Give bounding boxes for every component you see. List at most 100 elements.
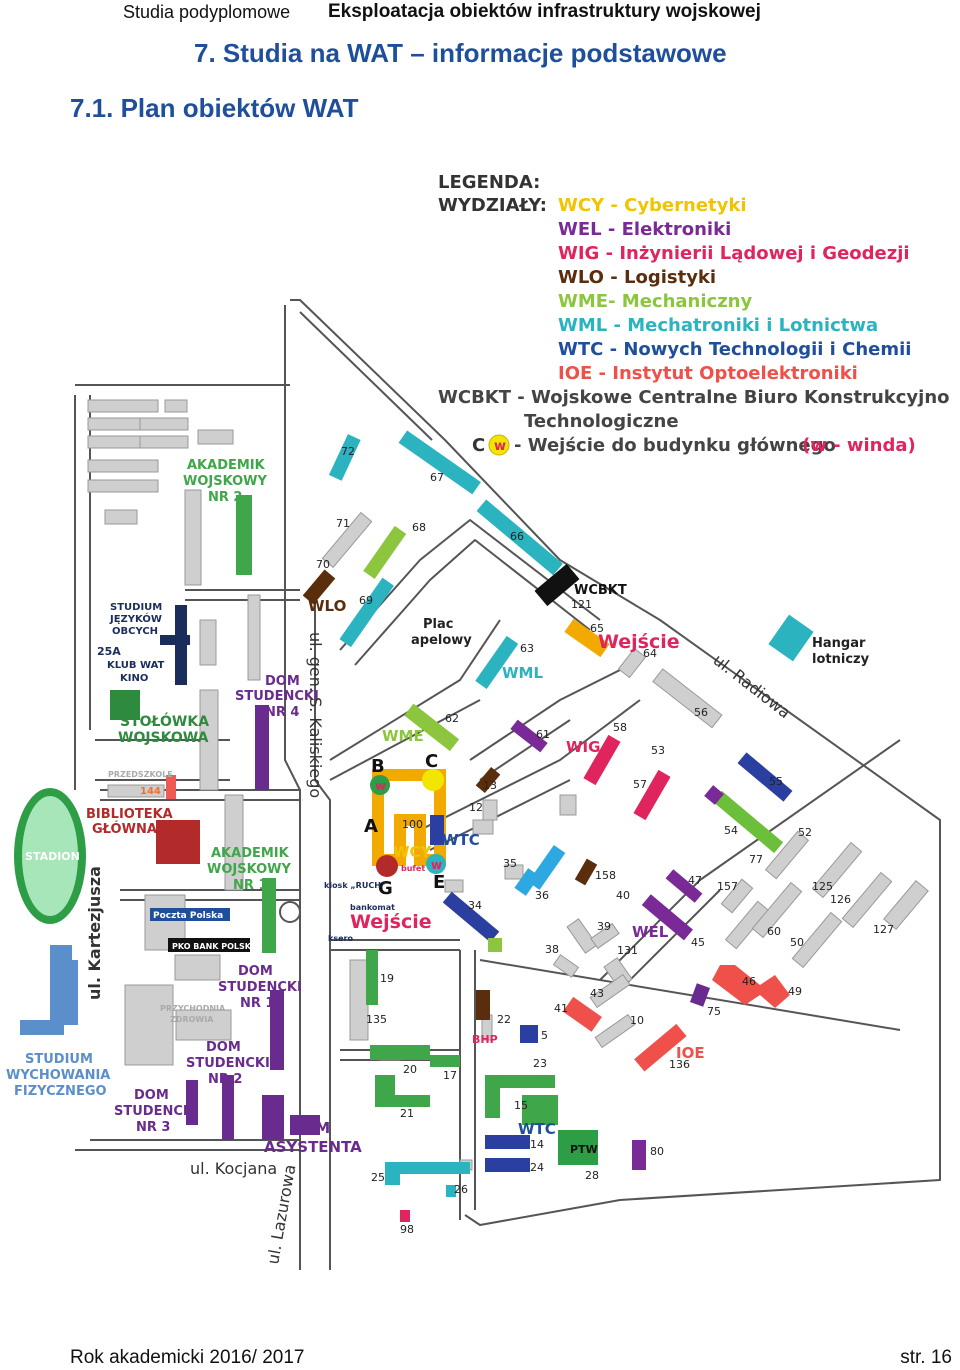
label-akademik-2-l2: WOJSKOWY — [183, 474, 267, 489]
poczta-sign — [150, 908, 230, 921]
legend-entrance-letter: C — [472, 435, 485, 456]
num-54: 54 — [724, 824, 738, 837]
label-kaliskiego: ul. gen. S. Kaliskiego — [306, 632, 325, 798]
num-41: 41 — [554, 1002, 568, 1015]
label-biblioteka-l1: BIBLIOTEKA — [86, 807, 173, 822]
building-75 — [690, 983, 710, 1007]
stadium-field — [22, 796, 78, 916]
grey-buildings — [87, 399, 929, 1171]
num-14: 14 — [530, 1138, 544, 1151]
legend-item-wel: WEL - Elektroniki — [558, 219, 731, 240]
num-19: 19 — [380, 972, 394, 985]
building-wcbkt — [534, 563, 580, 607]
building-hangar — [768, 614, 814, 662]
label-wcbkt: WCBKT — [574, 583, 627, 598]
num-5: 5 — [541, 1029, 548, 1042]
building-66 — [476, 499, 563, 576]
num-77: 77 — [749, 853, 763, 866]
building-15 — [485, 1075, 555, 1118]
entrance-markers: w w A B C G E — [364, 751, 446, 899]
building-67 — [398, 430, 481, 495]
faculty-buildings — [14, 430, 814, 1222]
label-kartezjusza: ul. Kartezjusza — [85, 866, 104, 1000]
label-kocjana: ul. Kocjana — [190, 1159, 277, 1178]
building-dom-studencki-4 — [255, 705, 269, 790]
label-dom-1-l2: STUDENCKI — [218, 980, 302, 995]
label-poczta: Poczta Polska — [153, 911, 223, 921]
num-13: 13 — [483, 779, 497, 792]
num-98: 98 — [400, 1223, 414, 1236]
num-15: 15 — [514, 1099, 528, 1112]
legend-faculties-label: WYDZIAŁY: — [438, 195, 547, 216]
header-left: Studia podyplomowe — [123, 2, 291, 22]
num-71: 71 — [336, 517, 350, 530]
label-plac-l2: apelowy — [411, 633, 472, 648]
label-fac-wig: WIG — [566, 738, 600, 756]
num-158: 158 — [595, 869, 616, 882]
label-144: 144 — [140, 786, 161, 797]
label-hangar-l1: Hangar — [812, 636, 866, 651]
num-50: 50 — [790, 936, 804, 949]
label-studium-l1: STUDIUM — [110, 602, 162, 613]
label-dom-1-l3: NR 1 — [240, 996, 274, 1011]
entrance-g-marker — [376, 855, 398, 877]
label-przychodnia-l1: PRZYCHODNIA — [160, 1004, 226, 1013]
num-70: 70 — [316, 558, 330, 571]
building-62 — [404, 703, 460, 752]
legend: LEGENDA: WYDZIAŁY: WCY - Cybernetyki WEL… — [438, 172, 950, 456]
letter-c: C — [425, 751, 438, 772]
label-dom-4-l3: NR 4 — [265, 705, 299, 720]
building-70 — [302, 569, 336, 605]
num-64: 64 — [643, 647, 657, 660]
num-80: 80 — [650, 1145, 664, 1158]
label-stadion: STADION — [25, 850, 80, 863]
legend-elevator-badge — [488, 434, 510, 456]
label-studium-wf-l3: FIZYCZNEGO — [14, 1084, 107, 1099]
label-bankomat: bankomat — [350, 903, 395, 912]
letter-a: A — [364, 816, 378, 837]
entrance-e-marker — [426, 854, 446, 874]
label-dom-4-l2: STUDENCKI — [235, 689, 319, 704]
label-dom-asystenta-l2: ASYSTENTA — [264, 1138, 362, 1156]
num-45: 45 — [691, 936, 705, 949]
num-136: 136 — [669, 1058, 690, 1071]
label-dom-4-l1: DOM — [265, 674, 300, 689]
legend-entrance-note: (w - winda) — [802, 435, 916, 456]
legend-wcbkt-line1: WCBKT - Wojskowe Centralne Biuro Konstru… — [438, 387, 950, 408]
entrance-e-marker-w: w — [431, 858, 442, 872]
num-125: 125 — [812, 880, 833, 893]
building-45 — [641, 894, 693, 941]
num-100: 100 — [402, 818, 423, 831]
num-47: 47 — [688, 874, 702, 887]
building-dom-asystenta-2 — [290, 1115, 320, 1135]
label-fac-wcy: WCY — [393, 843, 433, 861]
num-24: 24 — [530, 1161, 544, 1174]
pko-sign — [168, 938, 250, 952]
label-studium-l2: JĘZYKÓW — [109, 612, 162, 625]
num-55: 55 — [769, 775, 783, 788]
label-stolowka-l2: WOJSKOWA — [118, 730, 209, 746]
building-stolowka — [110, 690, 140, 720]
label-dom-asystenta-l1: DOM — [290, 1119, 330, 1137]
building-21 — [375, 1095, 430, 1107]
building-69 — [339, 577, 394, 648]
num-34: 34 — [468, 899, 482, 912]
legend-item-wml: WML - Mechatroniki i Lotnictwa — [558, 315, 878, 336]
building-47 — [665, 869, 703, 903]
building-57 — [633, 769, 671, 821]
num-127: 127 — [873, 923, 894, 936]
legend-item-wcy: WCY - Cybernetyki — [558, 195, 747, 216]
num-23: 23 — [533, 1057, 547, 1070]
num-66: 66 — [510, 530, 524, 543]
letter-e: E — [433, 872, 445, 893]
building-20 — [370, 1045, 430, 1060]
label-fac-wlo: WLO — [308, 597, 346, 615]
num-69: 69 — [359, 594, 373, 607]
label-dom-3-l2: STUDENCKI — [114, 1104, 198, 1119]
building-80 — [632, 1140, 646, 1170]
building-144 — [166, 775, 176, 799]
label-studium-l3: OBCYCH — [112, 626, 158, 637]
label-ksero: ksero — [328, 934, 353, 943]
label-fac-wel: WEL — [632, 923, 669, 941]
building-54-annex — [704, 785, 724, 805]
